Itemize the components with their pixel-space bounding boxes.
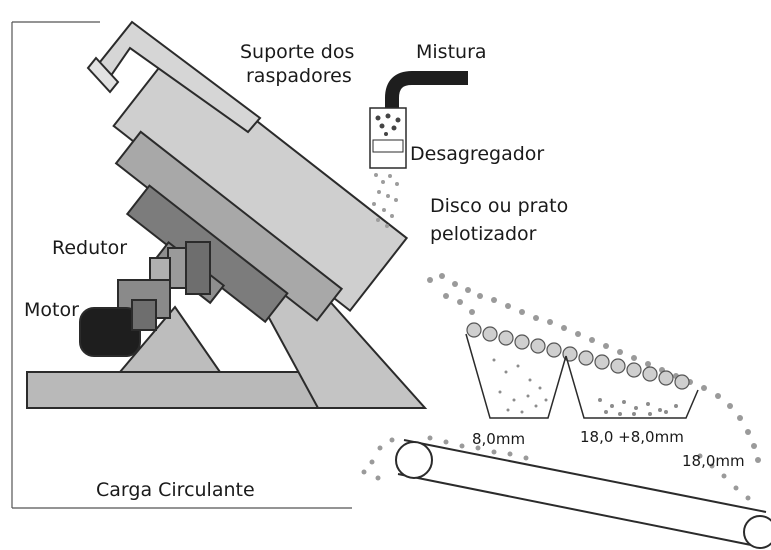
disaggregator [369, 107, 407, 169]
conveyor-load [361, 435, 751, 501]
label-desagregador: Desagregador [410, 143, 544, 165]
motor [79, 279, 171, 357]
label-motor: Motor [24, 299, 79, 321]
conveyor-pulley-left [395, 441, 433, 479]
label-suporte-line1: Suporte dos [240, 41, 354, 63]
label-disco-line2: pelotizador [430, 223, 537, 245]
label-size-large: 18,0mm [682, 452, 745, 470]
scraper-support-front [86, 56, 120, 94]
label-suporte-line2: raspadores [246, 65, 352, 87]
feed-pipe [385, 71, 468, 110]
pellet-row [466, 322, 690, 390]
label-size-mid: 18,0 +8,0mm [580, 428, 684, 446]
label-mistura: Mistura [416, 41, 487, 63]
return-conveyor [395, 439, 771, 549]
label-redutor: Redutor [52, 237, 127, 259]
label-disco-line1: Disco ou prato [430, 195, 568, 217]
frame [11, 21, 352, 509]
conveyor-pulley-right [743, 515, 771, 549]
hoppers [465, 333, 699, 419]
label-size-small: 8,0mm [472, 430, 525, 448]
pellet-stream [427, 273, 761, 463]
fines-fill [492, 358, 678, 416]
motor-body [79, 307, 141, 357]
triangle-support [117, 305, 222, 373]
label-carga-circulante: Carga Circulante [96, 479, 255, 501]
falling-material [372, 173, 399, 228]
labels: Suporte dos raspadores Mistura Desagrega… [24, 41, 745, 501]
reducer [149, 241, 211, 295]
